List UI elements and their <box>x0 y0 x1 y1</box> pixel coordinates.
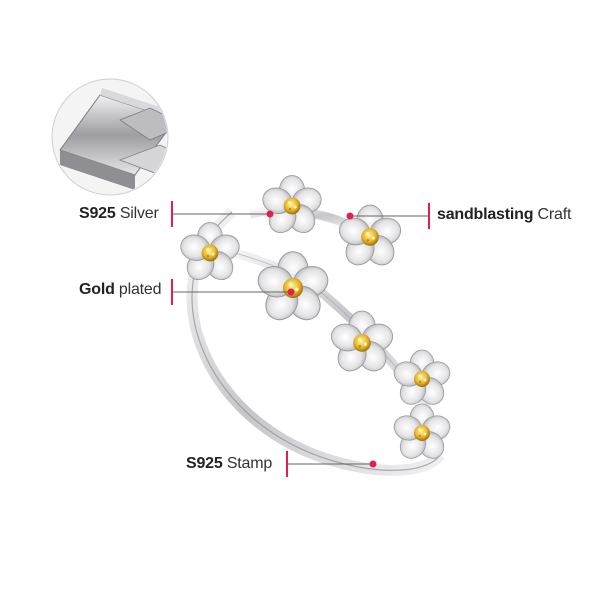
silver-bar-inset <box>51 78 169 196</box>
stamp-callout-rest: Stamp <box>222 455 273 472</box>
gold-callout-marker <box>171 279 173 305</box>
sandblasting-callout-marker <box>428 203 430 229</box>
callout-lines <box>172 210 428 468</box>
silver-callout-strong: S925 <box>79 205 116 222</box>
sandblasting-callout-strong: sandblasting <box>437 206 534 223</box>
gold-callout-label: Gold plated <box>79 281 161 299</box>
gold-callout-rest: plated <box>114 281 162 298</box>
stamp-callout-marker <box>286 451 288 477</box>
silver-callout-rest: Silver <box>115 205 159 222</box>
gold-callout-strong: Gold <box>79 281 115 298</box>
sandblasting-callout-label: sandblasting Craft <box>437 206 571 224</box>
stamp-callout-label: S925 Stamp <box>186 455 272 473</box>
stamp-callout-strong: S925 <box>186 455 223 472</box>
silver-callout-label: S925 Silver <box>79 205 159 223</box>
sandblasting-callout-rest: Craft <box>533 206 572 223</box>
silver-callout-marker <box>171 201 173 227</box>
